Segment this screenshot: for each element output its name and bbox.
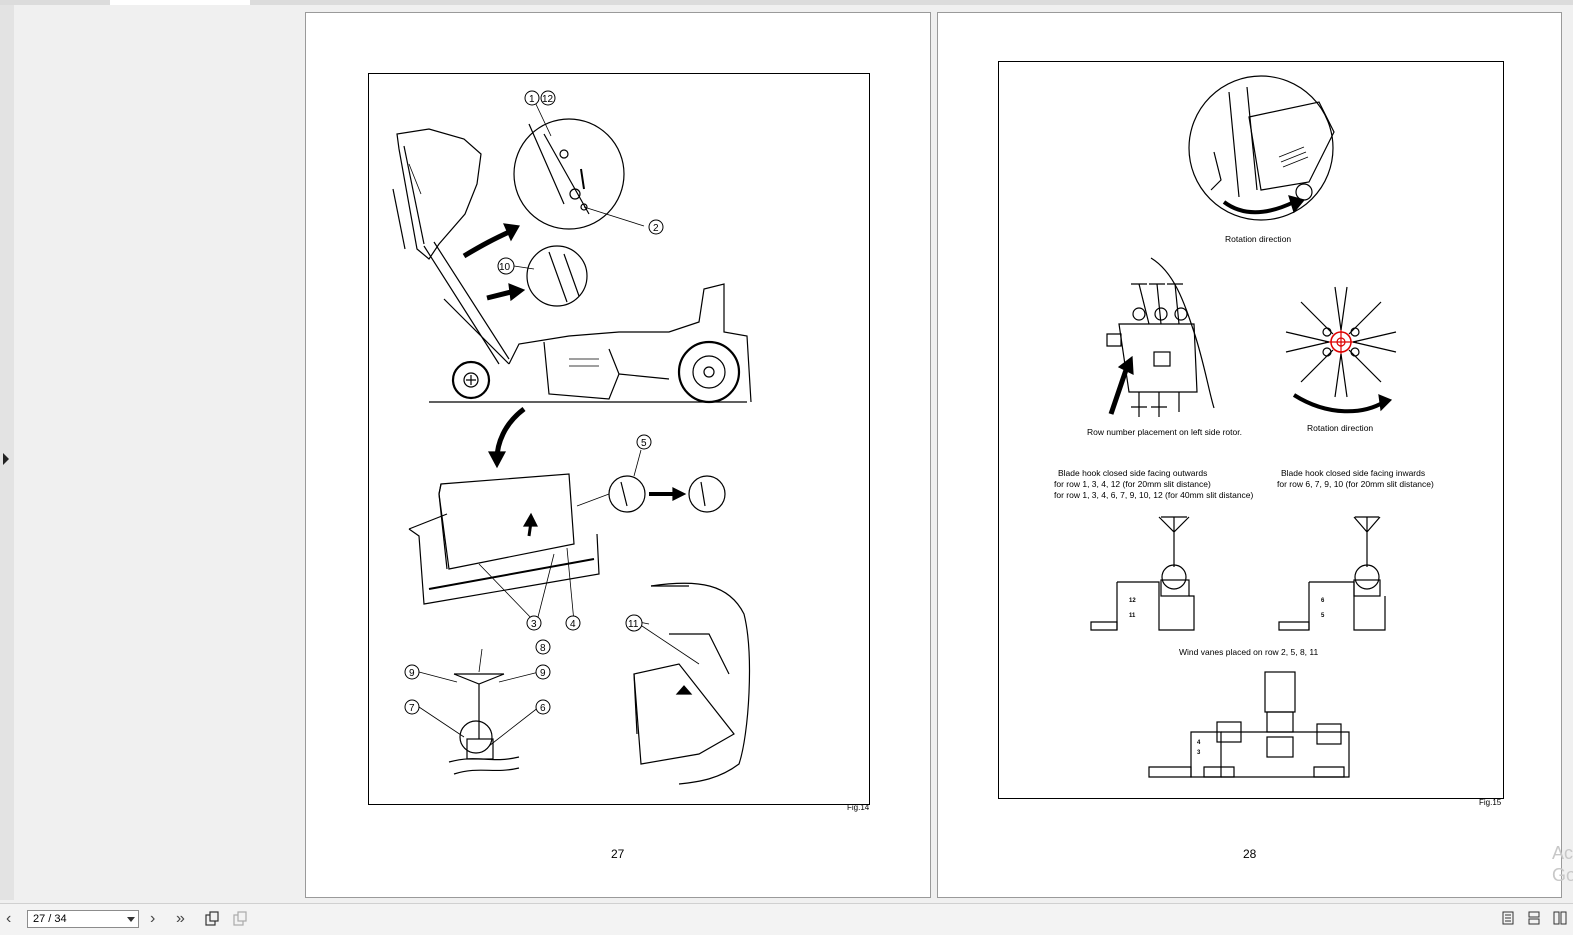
- caption-wind-vanes: Wind vanes placed on row 2, 5, 8, 11: [1179, 647, 1319, 657]
- mark-12: 12: [1129, 598, 1136, 604]
- callout-4: 4: [565, 615, 581, 631]
- callout-7: 7: [404, 699, 420, 715]
- svg-text:4: 4: [570, 619, 576, 630]
- page-number-28: 28: [1243, 847, 1257, 861]
- previous-page-icon[interactable]: ‹: [6, 910, 12, 927]
- callout-10: 10: [497, 257, 515, 275]
- caption-blade-in-1: Blade hook closed side facing inwards: [1281, 468, 1426, 478]
- wheel-drawing: [451, 360, 491, 400]
- svg-text:10: 10: [499, 262, 511, 273]
- figure-14-drawing: [392, 99, 752, 785]
- svg-text:12: 12: [542, 94, 554, 105]
- tractor-drawing: [508, 283, 752, 403]
- viewer-status-bar: ‹ 27 / 34 › »: [0, 903, 1573, 935]
- callout-3: 3: [526, 615, 542, 631]
- callout-5: 5: [636, 434, 652, 450]
- caption-rotation-top: Rotation direction: [1225, 234, 1292, 244]
- two-page-view-icon[interactable]: [1553, 911, 1567, 925]
- hopper-drawing: [396, 128, 482, 260]
- callout-1: 1: [524, 90, 540, 106]
- next-page-icon[interactable]: ›: [150, 910, 156, 927]
- wind-vane-drawing: [1148, 671, 1350, 778]
- sidebar-expand-icon[interactable]: [3, 453, 9, 465]
- activation-watermark: Ac Go: [1552, 842, 1573, 886]
- detail-circle-top: [513, 118, 625, 230]
- mark-5: 5: [1321, 613, 1325, 619]
- callout-12: 12: [540, 90, 556, 106]
- cutaway-drawing: [650, 582, 751, 785]
- mark-6: 6: [1321, 598, 1325, 604]
- single-page-view-icon[interactable]: [1501, 911, 1515, 925]
- svg-text:6: 6: [540, 703, 546, 714]
- caption-blade-out-1: Blade hook closed side facing outwards: [1058, 468, 1208, 478]
- callout-6: 6: [535, 699, 551, 715]
- caption-row-number: Row number placement on left side rotor.: [1087, 427, 1242, 437]
- page-indicator-text: 27 / 34: [33, 913, 67, 925]
- svg-text:11: 11: [628, 619, 639, 630]
- page-number-27: 27: [611, 847, 625, 861]
- callout-11: 11: [625, 614, 643, 632]
- svg-text:2: 2: [653, 223, 659, 234]
- mark-4: 4: [1197, 740, 1201, 746]
- caption-blade-in-2: for row 6, 7, 9, 10 (for 20mm slit dista…: [1277, 479, 1434, 489]
- svg-text:1: 1: [529, 94, 535, 105]
- figure-15-drawing: [1090, 75, 1397, 778]
- svg-text:8: 8: [540, 643, 546, 654]
- svg-text:3: 3: [531, 619, 537, 630]
- watermark-line2: Go: [1552, 865, 1573, 885]
- rotate-page-icon[interactable]: [204, 911, 220, 927]
- caption-rotation-mid: Rotation direction: [1307, 423, 1374, 433]
- fig-label-15: Fig.15: [1479, 798, 1502, 807]
- callout-2: 2: [648, 219, 664, 235]
- blade-hook-left-drawing: [1090, 516, 1195, 631]
- chevron-down-icon: [127, 917, 135, 922]
- svg-text:9: 9: [409, 668, 415, 679]
- rotor-star-drawing: [1285, 286, 1397, 398]
- svg-text:5: 5: [641, 438, 647, 449]
- figure-14-frame: 1 12 2 10 5 3 4 8 9 9 7 6 11: [368, 73, 870, 805]
- callout-9-right: 9: [535, 664, 551, 680]
- detail-circle-second: [526, 245, 588, 307]
- pdf-page-27: 1 12 2 10 5 3 4 8 9 9 7 6 11 Fig.14 27: [305, 12, 931, 898]
- rotation-detail-circle: [1188, 75, 1334, 221]
- last-page-icon[interactable]: »: [176, 910, 185, 927]
- blade-hook-right-drawing: [1278, 516, 1386, 631]
- caption-blade-out-3: for row 1, 3, 4, 6, 7, 9, 10, 12 (for 40…: [1054, 490, 1254, 500]
- callout-8: 8: [535, 639, 551, 655]
- continuous-view-icon[interactable]: [1527, 911, 1541, 925]
- watermark-line1: Ac: [1552, 843, 1573, 863]
- mark-11: 11: [1129, 613, 1136, 619]
- fit-page-icon[interactable]: [232, 911, 248, 927]
- sidebar-collapsed: [0, 5, 14, 900]
- mark-3: 3: [1197, 750, 1201, 756]
- svg-text:7: 7: [409, 703, 415, 714]
- fig-label-14: Fig.14: [847, 803, 870, 812]
- detail-circle-five-b: [688, 475, 726, 513]
- svg-text:9: 9: [540, 668, 546, 679]
- caption-blade-out-2: for row 1, 3, 4, 12 (for 20mm slit dista…: [1054, 479, 1211, 489]
- tab-strip: [0, 0, 1573, 5]
- active-tab[interactable]: [110, 0, 250, 5]
- page-number-select[interactable]: 27 / 34: [27, 910, 139, 928]
- figure-15-frame: 12 11 6 5 4 3 Rotation direction Row num…: [998, 61, 1504, 799]
- callout-9-left: 9: [404, 664, 420, 680]
- pdf-page-28: 12 11 6 5 4 3 Rotation direction Row num…: [937, 12, 1562, 898]
